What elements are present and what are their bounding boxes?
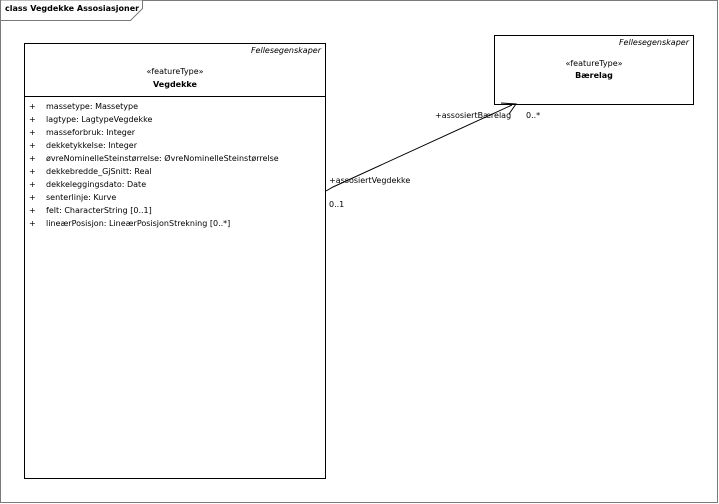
attribute-row[interactable]: + felt: CharacterString [0..1] — [29, 204, 279, 217]
attribute-row[interactable]: + lineærPosisjon: LineærPosisjonStrekning… — [29, 217, 279, 230]
stereotype-label: «featureType» — [146, 67, 204, 76]
attribute-text: masseforbruk: Integer — [46, 128, 136, 137]
attribute-text: felt: CharacterString [0..1] — [46, 206, 152, 215]
class-baerelag[interactable]: Fellesegenskaper «featureType» Bærelag — [494, 35, 694, 105]
attribute-row[interactable]: + masseforbruk: Integer — [29, 126, 279, 139]
package-label: Fellesegenskaper — [618, 38, 689, 47]
attribute-row[interactable]: + dekketykkelse: Integer — [29, 139, 279, 152]
attribute-text: massetype: Massetype — [46, 102, 138, 111]
visibility-marker: + — [29, 180, 36, 189]
visibility-marker: + — [29, 128, 36, 137]
attribute-row[interactable]: + øvreNominelleSteinstørrelse: ØvreNomine… — [29, 152, 279, 165]
attribute-text: dekketykkelse: Integer — [46, 141, 138, 150]
visibility-marker: + — [29, 167, 36, 176]
attribute-text: senterlinje: Kurve — [46, 193, 117, 202]
attribute-text: dekkeleggingsdato: Date — [46, 180, 147, 189]
visibility-marker: + — [29, 115, 36, 124]
attribute-text: lagtype: LagtypeVegdekke — [46, 115, 153, 124]
attribute-text: dekkebredde_GjSnitt: Real — [46, 167, 152, 176]
attribute-row[interactable]: + dekkeleggingsdato: Date — [29, 178, 279, 191]
frame-title-tab — [0, 0, 143, 21]
attribute-row[interactable]: + massetype: Massetype — [29, 100, 279, 113]
stereotype-label: «featureType» — [565, 59, 623, 68]
visibility-marker: + — [29, 154, 36, 163]
visibility-marker: + — [29, 102, 36, 111]
attribute-text: øvreNominelleSteinstørrelse: ØvreNominel… — [46, 154, 279, 163]
package-label: Fellesegenskaper — [250, 46, 321, 55]
visibility-marker: + — [29, 219, 36, 228]
visibility-marker: + — [29, 206, 36, 215]
source-multiplicity-label: 0..1 — [329, 200, 345, 209]
target-role-label: +assosiertBærelag — [435, 111, 512, 120]
visibility-marker: + — [29, 193, 36, 202]
class-name: Bærelag — [575, 71, 613, 80]
target-multiplicity-label: 0..* — [526, 111, 541, 120]
attribute-row[interactable]: + senterlinje: Kurve — [29, 191, 279, 204]
class-vegdekke[interactable]: Fellesegenskaper «featureType» Vegdekke … — [24, 43, 326, 479]
association-line — [325, 104, 513, 192]
class-name: Vegdekke — [153, 80, 197, 89]
diagram-title: class Vegdekke Assosiasjoner — [5, 4, 140, 13]
source-role-label: +assosiertVegdekke — [329, 176, 411, 185]
attribute-list: + massetype: Massetype + lagtype: LagtypeV… — [29, 100, 279, 230]
compartment-divider — [25, 96, 325, 97]
navigability-arrowhead — [500, 102, 517, 115]
visibility-marker: + — [29, 141, 36, 150]
attribute-row[interactable]: + dekkebredde_GjSnitt: Real — [29, 165, 279, 178]
attribute-text: lineærPosisjon: LineærPosisjonStrekning … — [46, 219, 231, 228]
attribute-row[interactable]: + lagtype: LagtypeVegdekke — [29, 113, 279, 126]
